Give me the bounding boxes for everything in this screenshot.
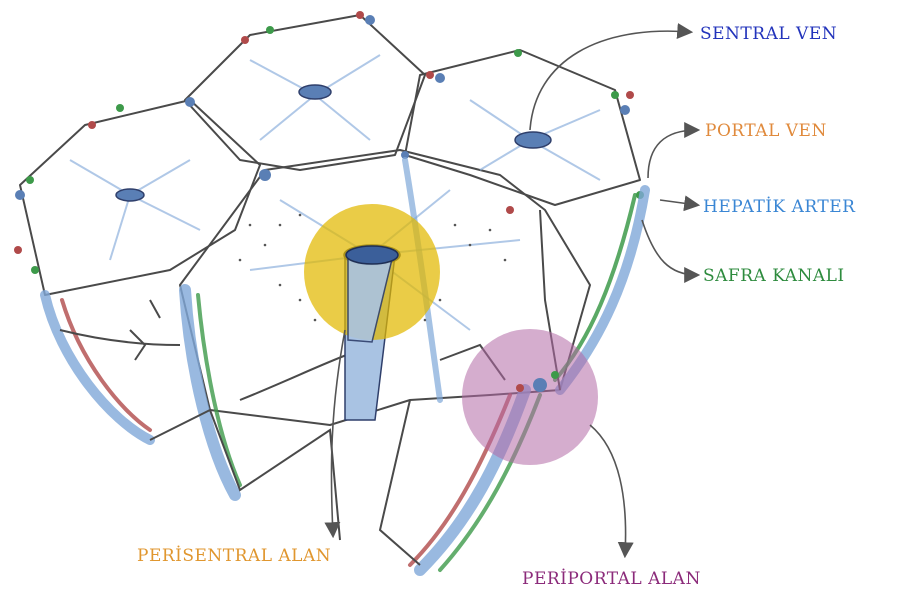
label-perisentral-alan: PERİSENTRAL ALAN [137,546,331,566]
central-vein-right [515,132,551,148]
label-hepatik-arter: HEPATİK ARTER [703,197,855,217]
arrow-safra-kanali [642,220,697,275]
label-safra-kanali: SAFRA KANALI [703,266,845,286]
arrow-sentral-ven [530,31,690,130]
arrow-hepatik-arter [660,200,697,205]
label-sentral-ven: SENTRAL VEN [700,24,837,44]
arrow-portal-ven [648,130,697,178]
label-portal-ven: PORTAL VEN [705,121,827,141]
arrow-periportal-alan [590,425,626,555]
label-periportal-alan: PERİPORTAL ALAN [522,569,701,589]
central-vein-top [299,85,331,99]
periportal-zone [462,329,598,465]
central-vein-left [116,189,144,201]
